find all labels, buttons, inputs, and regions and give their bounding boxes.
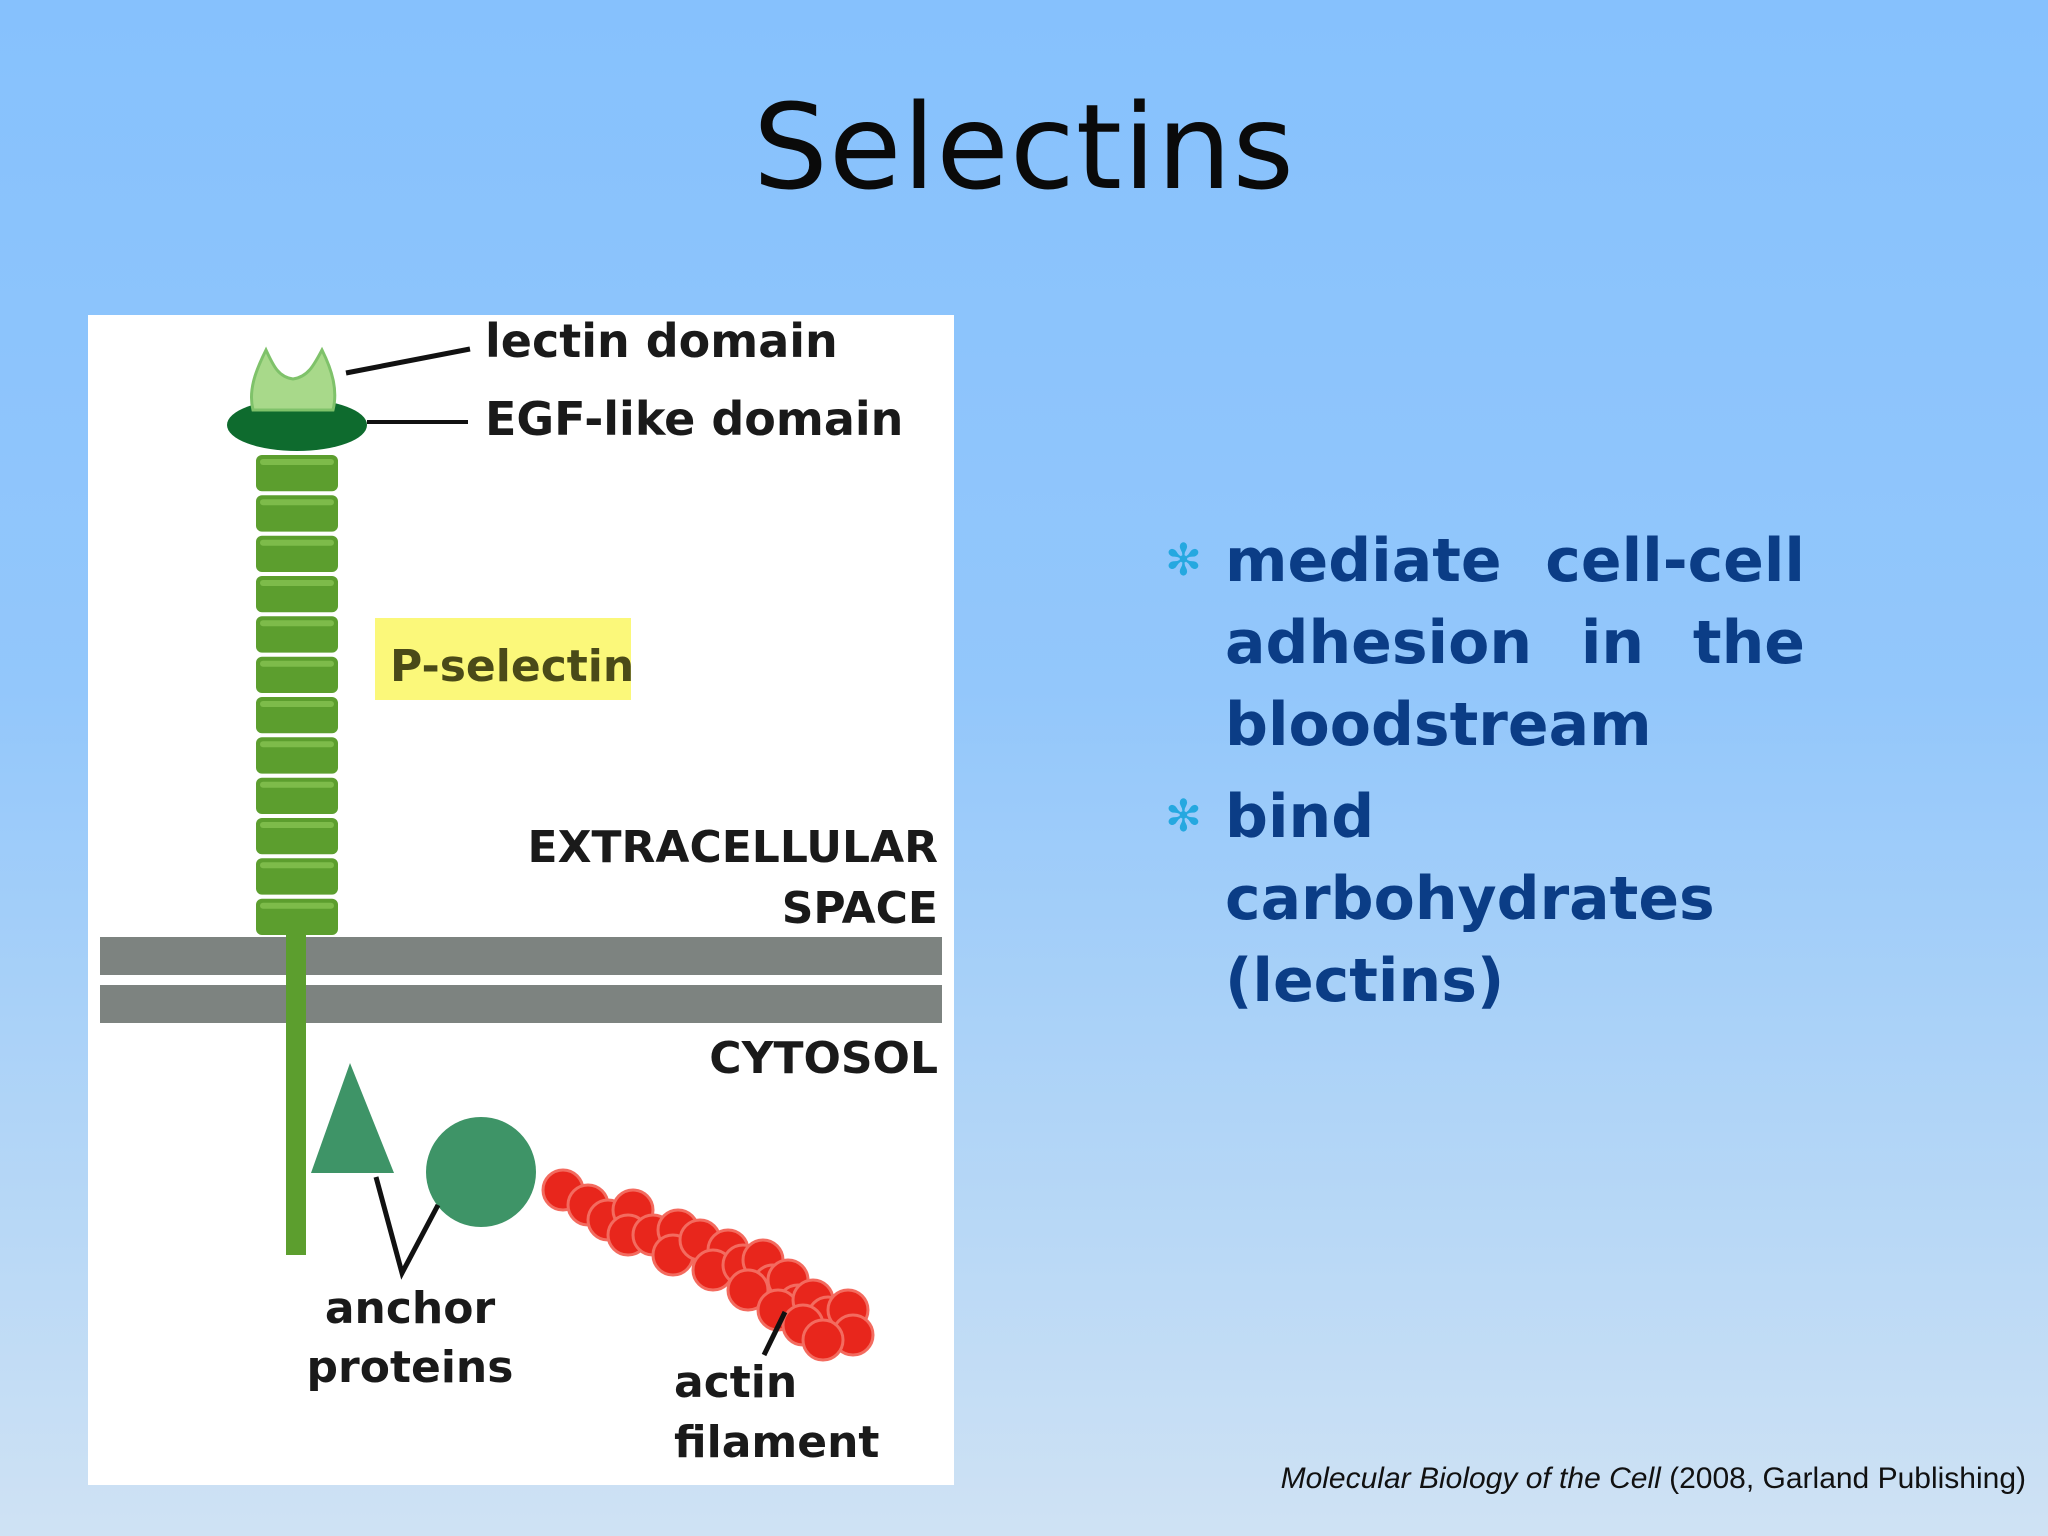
label-p-selectin: P-selectin xyxy=(390,641,634,692)
repeat-highlight xyxy=(260,902,334,909)
asterisk-icon: ✻ xyxy=(1165,535,1202,586)
lectin-leader-line xyxy=(345,346,471,376)
anchor-protein-triangle xyxy=(311,1063,394,1173)
actin-bead xyxy=(801,1318,845,1362)
lectin-domain-shape xyxy=(249,346,337,412)
repeat-highlight xyxy=(260,539,334,546)
citation: Molecular Biology of the Cell (2008, Gar… xyxy=(1281,1462,2026,1496)
bullet-text: bind carbohydrates (lectins) xyxy=(1225,782,1715,1016)
repeat-highlight xyxy=(260,580,334,586)
citation-title: Molecular Biology of the Cell xyxy=(1280,1462,1661,1495)
repeat-highlight xyxy=(260,781,334,788)
repeat-highlight xyxy=(260,499,334,506)
repeat-highlight xyxy=(260,620,334,627)
label-lectin-domain: lectin domain xyxy=(485,315,838,368)
bullet-item: ✻ mediate cell-cell adhesion in the bloo… xyxy=(1165,520,1805,766)
egf-like-domain-shape xyxy=(227,399,367,451)
label-extracellular: EXTRACELLULAR xyxy=(528,822,938,873)
p-selectin-highlight xyxy=(375,618,631,700)
actin-bead xyxy=(726,1268,770,1312)
diagram-svg: lectin domain EGF-like domain P-selectin… xyxy=(100,315,942,1468)
anchor-protein-circle xyxy=(426,1117,536,1227)
repeat-highlight xyxy=(260,459,334,465)
transmembrane-stalk xyxy=(286,925,306,1255)
label-filament: filament xyxy=(674,1417,879,1468)
bullet-list: ✻ mediate cell-cell adhesion in the bloo… xyxy=(1165,520,1805,1022)
repeat-highlight xyxy=(260,822,334,828)
p-selectin-diagram: lectin domain EGF-like domain P-selectin… xyxy=(88,315,954,1485)
asterisk-icon: ✻ xyxy=(1165,791,1202,842)
actin-leader-line xyxy=(761,1310,788,1357)
label-space: SPACE xyxy=(782,883,938,934)
label-anchor: anchor xyxy=(325,1283,496,1334)
label-cytosol: CYTOSOL xyxy=(709,1033,938,1084)
repeat-highlight xyxy=(260,660,334,667)
bullet-text: mediate cell-cell adhesion in the bloods… xyxy=(1225,526,1805,760)
membrane-inner-layer xyxy=(100,985,942,1023)
citation-details: (2008, Garland Publishing) xyxy=(1660,1462,2026,1495)
membrane-outer-layer xyxy=(100,937,942,975)
repeat-highlight xyxy=(260,862,334,869)
repeat-highlight xyxy=(260,741,334,748)
bullet-item: ✻ bind carbohydrates (lectins) xyxy=(1165,776,1805,1022)
repeat-highlight xyxy=(260,701,334,707)
label-actin: actin xyxy=(674,1357,797,1408)
actin-filament xyxy=(541,1168,875,1362)
consensus-repeats xyxy=(256,455,338,935)
label-proteins: proteins xyxy=(307,1342,514,1393)
anchor-leader-lines xyxy=(373,1176,441,1280)
label-egf-like-domain: EGF-like domain xyxy=(485,392,903,446)
slide-title: Selectins xyxy=(752,78,1296,216)
